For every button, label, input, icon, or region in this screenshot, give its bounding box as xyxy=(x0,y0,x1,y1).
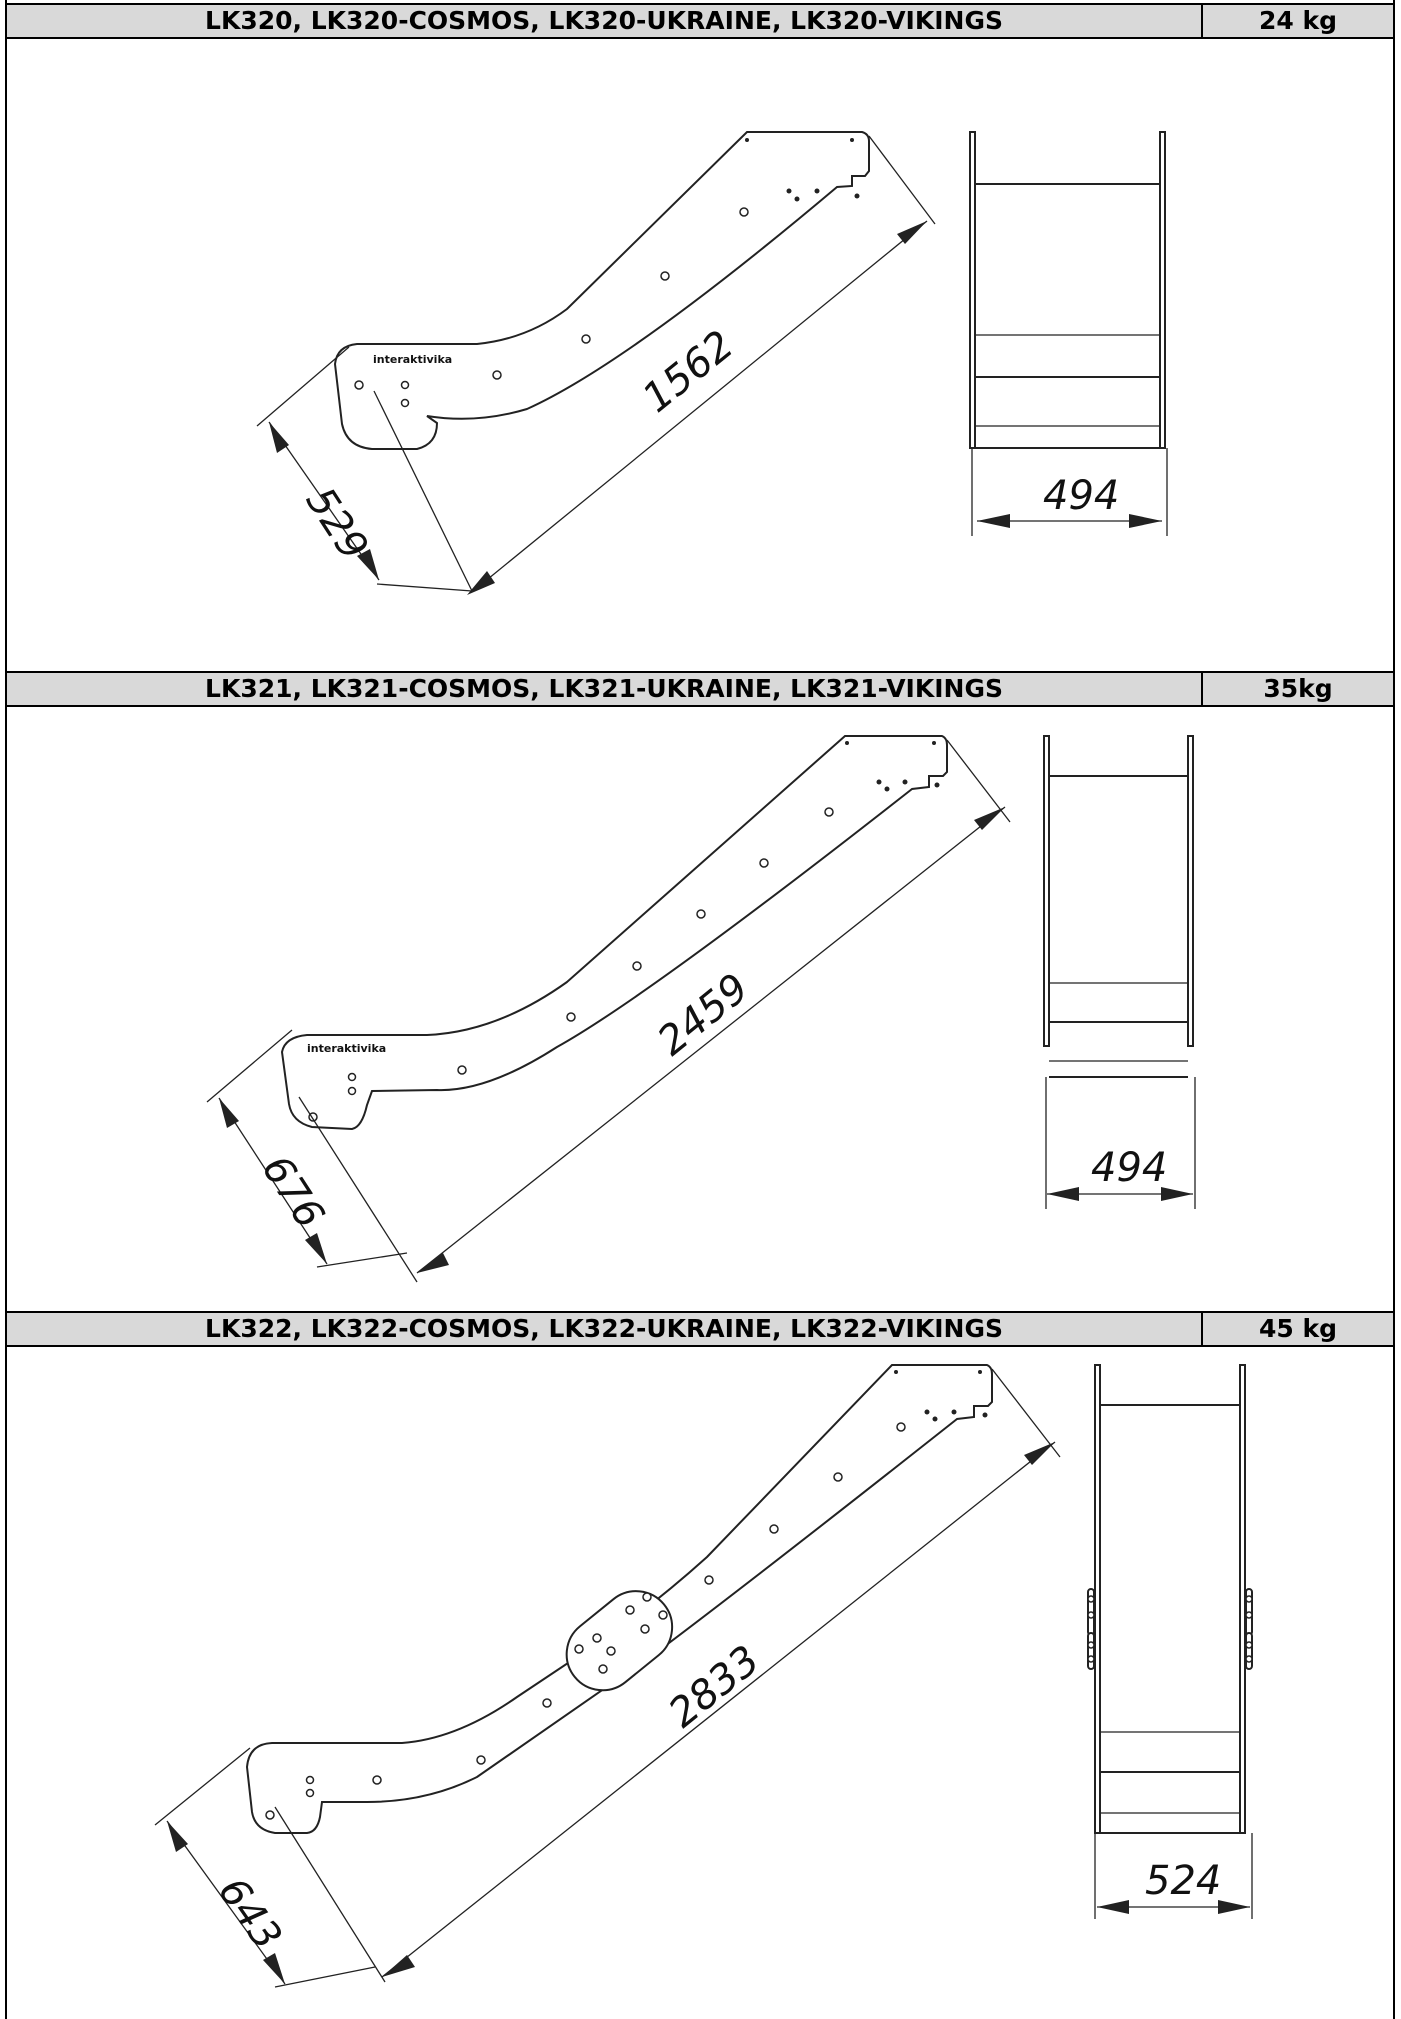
product-name: LK322, LK322-COSMOS, LK322-UKRAINE, LK32… xyxy=(7,1313,1203,1345)
bracket-right xyxy=(1245,1632,1253,1670)
product-header-3: LK322, LK322-COSMOS, LK322-UKRAINE, LK32… xyxy=(7,1311,1393,1347)
joint-plate xyxy=(565,1590,674,1692)
bolt-hole xyxy=(400,380,410,390)
height-dimension: 643 xyxy=(209,1869,290,1958)
height-dimension: 676 xyxy=(253,1147,333,1236)
spec-sheet: LK320, LK320-COSMOS, LK320-UKRAINE, LK32… xyxy=(5,0,1395,2019)
slide-profile xyxy=(245,1364,993,1834)
product-header-2: LK321, LK321-COSMOS, LK321-UKRAINE, LK32… xyxy=(7,671,1393,707)
width-dimension: 494 xyxy=(1091,1145,1167,1191)
slide-drawing-lk322: 2833 643 xyxy=(154,1364,1253,1988)
front-side-right xyxy=(1239,1364,1246,1834)
brand-logo: interaktivika xyxy=(373,353,452,366)
product-name: LK321, LK321-COSMOS, LK321-UKRAINE, LK32… xyxy=(7,673,1203,705)
bolt-hole xyxy=(739,207,749,217)
bolt-hole xyxy=(581,334,591,344)
front-side-left xyxy=(969,131,976,449)
product-header-1: LK320, LK320-COSMOS, LK320-UKRAINE, LK32… xyxy=(7,3,1393,39)
width-dimension: 524 xyxy=(1145,1858,1221,1904)
slide-profile xyxy=(333,131,870,450)
product-weight: 45 kg xyxy=(1258,1314,1337,1343)
length-dimension: 2833 xyxy=(660,1637,768,1737)
product-drawing-1: interaktivika 1562 529 xyxy=(7,39,1393,671)
bolt-hole xyxy=(492,370,502,380)
bracket-left xyxy=(1087,1632,1095,1670)
product-weight: 24 kg xyxy=(1258,6,1337,35)
product-drawing-3: 2833 643 xyxy=(7,1347,1393,2019)
slide-drawing-lk320: interaktivika 1562 529 xyxy=(256,131,1168,595)
front-side-right xyxy=(1159,131,1166,449)
bolt-hole xyxy=(354,380,364,390)
length-dimension: 2459 xyxy=(649,965,757,1065)
slide-profile xyxy=(280,735,948,1131)
product-name: LK320, LK320-COSMOS, LK320-UKRAINE, LK32… xyxy=(7,5,1203,37)
product-weight: 35kg xyxy=(1263,674,1333,703)
bolt-hole xyxy=(400,398,410,408)
length-dimension: 1562 xyxy=(634,322,742,422)
slide-drawing-lk321: interaktivika 2459 676 xyxy=(206,735,1196,1283)
front-side-left xyxy=(1043,735,1050,1047)
bolt-hole xyxy=(660,271,670,281)
brand-logo: interaktivika xyxy=(307,1042,386,1055)
product-drawing-2: interaktivika 2459 676 xyxy=(7,707,1393,1311)
front-side-right xyxy=(1187,735,1194,1047)
width-dimension: 494 xyxy=(1043,473,1119,519)
front-side-left xyxy=(1094,1364,1101,1834)
